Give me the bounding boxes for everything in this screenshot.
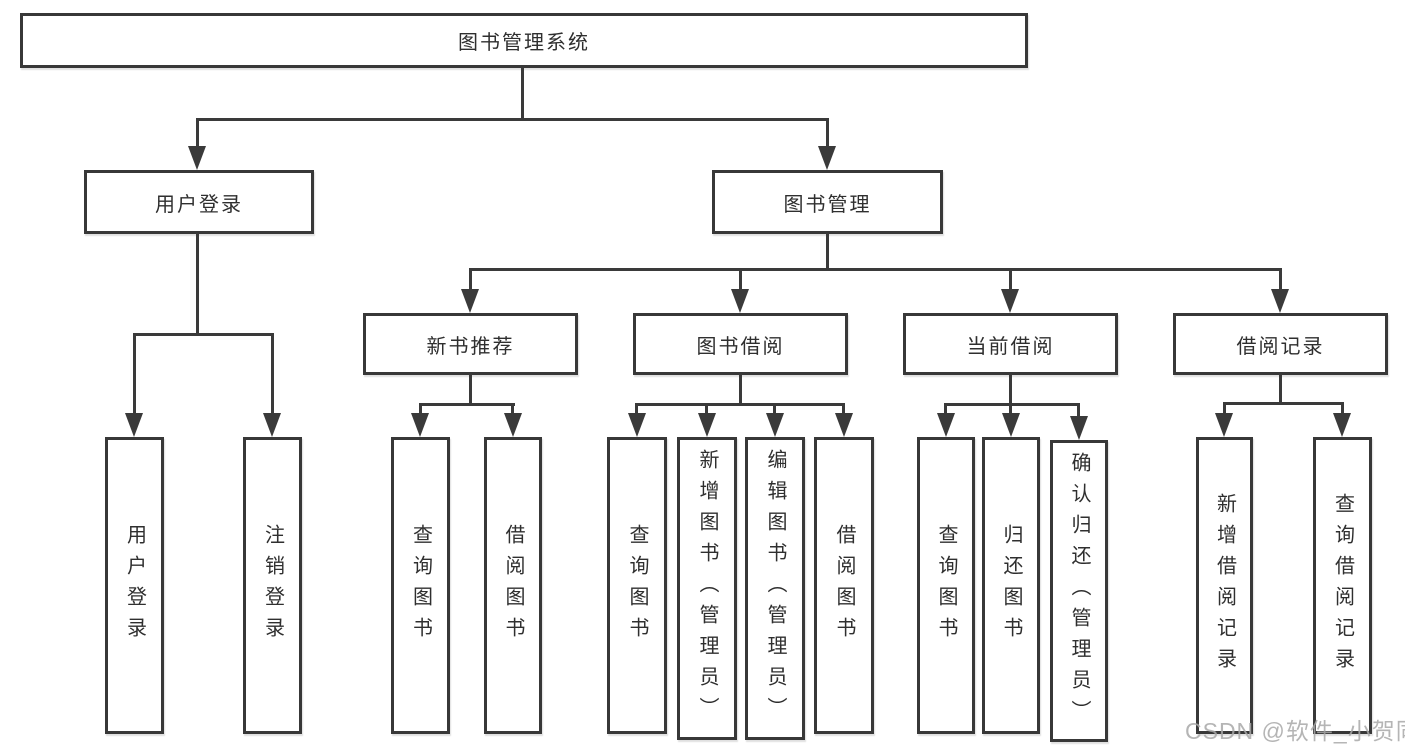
tree-line [1009,403,1012,417]
arrow-down-icon [628,413,646,437]
tree-line [842,403,845,417]
leaf-confirm-return-admin: 确认归还（管理员） [1050,440,1108,742]
leaf-user-login-label: 用户登录 [123,523,146,648]
tree-line [419,403,422,417]
arrow-down-icon [1070,416,1088,440]
node-root-label: 图书管理系统 [458,32,590,54]
node-root: 图书管理系统 [20,13,1028,68]
arrow-down-icon [188,146,206,170]
arrow-down-icon [937,413,955,437]
node-book-borrow-label: 图书借阅 [696,335,785,358]
tree-line [133,333,274,336]
leaf-query-books-recommend-label: 查询图书 [409,523,432,648]
tree-line [469,268,1282,271]
arrow-down-icon [504,413,522,437]
node-borrow-records-label: 借阅记录 [1236,335,1325,358]
leaf-query-books-recommend: 查询图书 [391,437,450,734]
node-book-borrow: 图书借阅 [633,313,848,375]
tree-line [419,403,515,406]
tree-line [196,118,199,150]
tree-line [1009,374,1012,406]
arrow-down-icon [1001,289,1019,313]
tree-line [521,68,524,120]
node-new-book-recommend-label: 新书推荐 [426,335,515,358]
tree-line [635,403,845,406]
leaf-logout: 注销登录 [243,437,302,734]
node-current-borrow-label: 当前借阅 [966,335,1055,358]
tree-line [1223,402,1226,417]
tree-line [196,233,199,336]
node-borrow-records: 借阅记录 [1173,313,1388,375]
leaf-query-books-current-label: 查询图书 [935,523,957,648]
csdn-watermark: CSDN @软件_小贺同学 [1185,718,1405,744]
tree-line [1077,403,1080,419]
tree-line [944,403,1080,406]
leaf-borrow-books-2: 借阅图书 [814,437,874,734]
node-book-management-label: 图书管理 [783,193,872,216]
leaf-add-borrow-record: 新增借阅记录 [1196,437,1253,734]
tree-line [1341,402,1344,417]
leaf-query-books-borrow: 查询图书 [607,437,667,734]
node-current-borrow: 当前借阅 [903,313,1118,375]
tree-line [1279,268,1282,293]
tree-line [511,403,514,417]
arrow-down-icon [698,413,716,437]
tree-line [944,403,947,417]
leaf-query-borrow-record-label: 查询借阅记录 [1331,492,1354,679]
arrow-down-icon [1333,413,1351,437]
arrow-down-icon [835,413,853,437]
tree-line [271,333,274,417]
leaf-query-borrow-record: 查询借阅记录 [1313,437,1372,734]
tree-line [469,374,472,406]
leaf-edit-book-admin: 编辑图书（管理员） [745,437,805,740]
arrow-down-icon [411,413,429,437]
arrow-down-icon [263,413,281,437]
tree-line [826,118,829,150]
arrow-down-icon [766,413,784,437]
leaf-return-books: 归还图书 [982,437,1040,734]
tree-line [133,333,136,417]
leaf-query-books-current: 查询图书 [917,437,975,734]
tree-line [739,268,742,293]
leaf-add-book-admin: 新增图书（管理员） [677,437,737,740]
arrow-down-icon [125,413,143,437]
leaf-borrow-books-recommend-label: 借阅图书 [502,523,524,648]
tree-line [1009,268,1012,293]
leaf-edit-book-admin-label: 编辑图书（管理员） [764,449,786,728]
tree-line [635,403,638,417]
arrow-down-icon [1271,289,1289,313]
leaf-add-borrow-record-label: 新增借阅记录 [1213,492,1236,679]
leaf-logout-label: 注销登录 [261,523,284,648]
leaf-borrow-books-recommend: 借阅图书 [484,437,542,734]
tree-line [196,118,829,121]
node-user-login: 用户登录 [84,170,314,234]
node-new-book-recommend: 新书推荐 [363,313,578,375]
tree-line [705,403,708,417]
leaf-borrow-books-2-label: 借阅图书 [833,523,855,648]
tree-line [469,268,472,293]
leaf-user-login: 用户登录 [105,437,164,734]
node-book-management: 图书管理 [712,170,943,234]
arrow-down-icon [1215,413,1233,437]
tree-line [1223,402,1344,405]
leaf-add-book-admin-label: 新增图书（管理员） [696,449,718,728]
leaf-query-books-borrow-label: 查询图书 [626,523,648,648]
arrow-down-icon [461,289,479,313]
leaf-return-books-label: 归还图书 [1000,523,1022,648]
tree-line [773,403,776,417]
tree-line [826,233,829,271]
node-user-login-label: 用户登录 [155,193,243,216]
arrow-down-icon [818,146,836,170]
arrow-down-icon [731,289,749,313]
arrow-down-icon [1002,413,1020,437]
tree-line [1279,374,1282,405]
leaf-confirm-return-admin-label: 确认归还（管理员） [1068,451,1090,731]
tree-line [739,374,742,406]
